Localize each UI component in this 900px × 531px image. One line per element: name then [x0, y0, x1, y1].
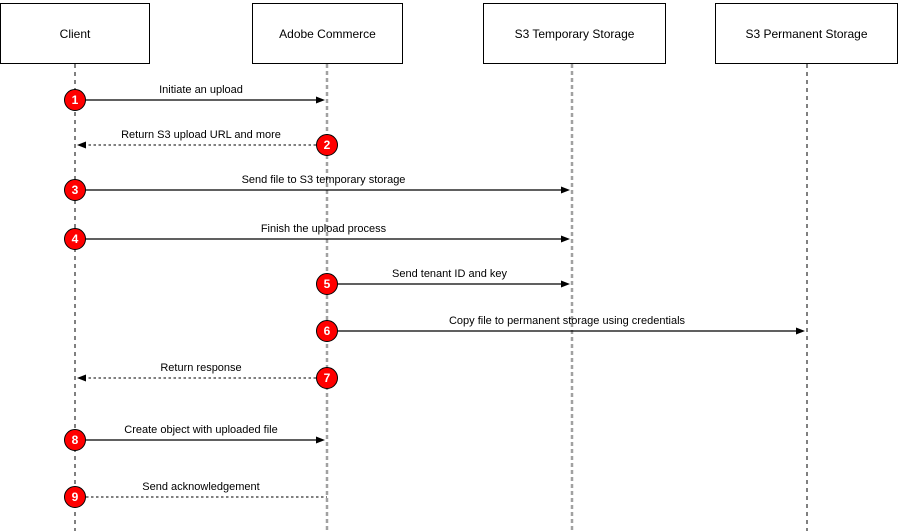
step-number-1: 1 — [71, 93, 79, 107]
step-badge-7: 7 — [316, 367, 338, 389]
actor-label-client: Client — [59, 26, 91, 41]
step-badge-1: 1 — [64, 89, 86, 111]
arrowhead-icon-4 — [561, 235, 570, 243]
step-badge-9: 9 — [64, 486, 86, 508]
message-label-1: Initiate an upload — [159, 84, 243, 96]
step-badge-8: 8 — [64, 429, 86, 451]
step-badge-6: 6 — [316, 320, 338, 342]
step-number-5: 5 — [323, 277, 331, 291]
message-label-8: Create object with uploaded file — [124, 424, 278, 436]
arrowhead-icon-6 — [796, 327, 805, 335]
arrowhead-icon-1 — [316, 96, 325, 104]
step-badge-2: 2 — [316, 134, 338, 156]
actor-box-adobe-commerce: Adobe Commerce — [252, 3, 403, 64]
arrowhead-icon-3 — [561, 186, 570, 194]
message-label-7: Return response — [160, 362, 242, 374]
message-label-6: Copy file to permanent storage using cre… — [448, 315, 686, 327]
step-number-4: 4 — [71, 232, 79, 246]
step-number-6: 6 — [323, 324, 331, 338]
arrowhead-icon-7 — [77, 374, 86, 382]
step-badge-4: 4 — [64, 228, 86, 250]
message-label-3: Send file to S3 temporary storage — [241, 174, 406, 186]
actor-label-s3-temporary-storage: S3 Temporary Storage — [514, 26, 635, 41]
step-badge-5: 5 — [316, 273, 338, 295]
message-label-4: Finish the upload process — [260, 223, 387, 235]
actor-box-s3-temporary-storage: S3 Temporary Storage — [483, 3, 666, 64]
step-badge-3: 3 — [64, 179, 86, 201]
step-number-7: 7 — [323, 371, 331, 385]
actor-box-client: Client — [0, 3, 150, 64]
arrowhead-icon-2 — [77, 141, 86, 149]
arrowhead-icon-5 — [561, 280, 570, 288]
arrowhead-icon-8 — [316, 436, 325, 444]
step-number-9: 9 — [71, 490, 79, 504]
actor-box-s3-permanent-storage: S3 Permanent Storage — [715, 3, 898, 64]
step-number-2: 2 — [323, 138, 331, 152]
actor-label-adobe-commerce: Adobe Commerce — [279, 26, 376, 41]
message-label-9: Send acknowledgement — [142, 481, 260, 493]
message-label-2: Return S3 upload URL and more — [121, 129, 281, 141]
actor-label-s3-permanent-storage: S3 Permanent Storage — [745, 26, 868, 41]
step-number-8: 8 — [71, 433, 79, 447]
step-number-3: 3 — [71, 183, 79, 197]
message-label-5: Send tenant ID and key — [392, 268, 507, 280]
